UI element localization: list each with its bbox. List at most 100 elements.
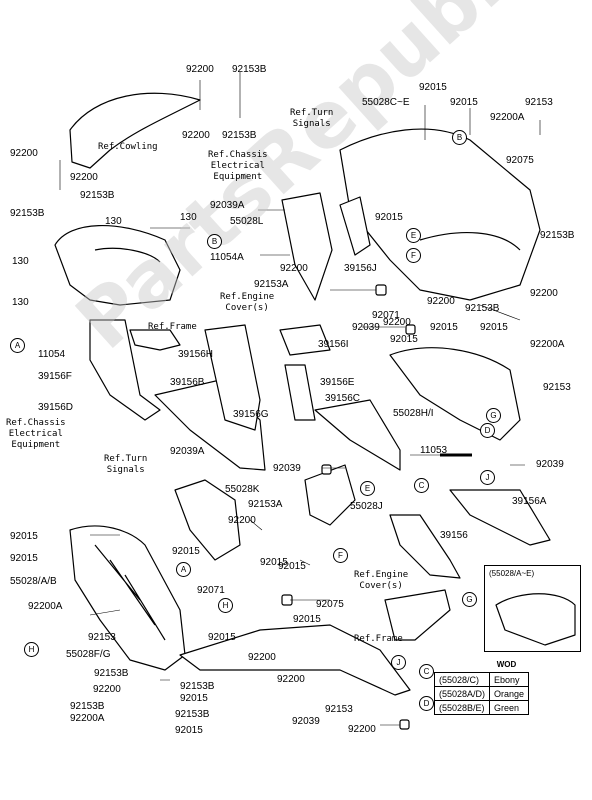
part-label: 55028L [230,216,264,227]
part-label: 92200A [28,601,63,612]
wod-color: Green [489,700,530,715]
inset-panel: (55028/A~E) [484,565,581,652]
part-label: 92153B [222,130,257,141]
ref-turn-signals-2[interactable]: Ref.Turn Signals [104,454,148,475]
part-label: 55028/A/B [10,576,57,587]
callout-a: A [176,562,191,577]
part-label: 92153B [80,190,115,201]
part-label: 92200 [280,263,308,274]
ref-turn-signals[interactable]: Ref.Turn Signals [290,108,334,129]
part-label: 39156B [170,377,205,388]
callout-j: J [480,470,495,485]
pad-39156E-shape [284,364,316,421]
part-label: 92039 [273,463,301,474]
wod-title: WOD [496,660,517,669]
part-label: 92200 [93,684,121,695]
wod-code: (55028/C) [433,672,491,687]
part-label: 92200 [186,64,214,75]
pad-39156F-shape [89,319,161,421]
part-label: 92015 [293,614,321,625]
inset-fairing-shape [495,593,576,646]
ref-frame-2[interactable]: Ref.Frame [354,634,403,644]
part-label: 92200 [530,288,558,299]
ref-engine-cover[interactable]: Ref.Engine Cover(s) [220,292,275,313]
part-label: 92039A [210,200,245,211]
part-label: 55028F/G [66,649,111,660]
part-label: 55028K [225,484,260,495]
part-label: 92015 [375,212,403,223]
pad-39156C-shape [314,399,401,471]
part-label: 92015 [180,693,208,704]
part-label: 92153B [94,668,129,679]
nut-92039b-shape [405,324,416,335]
part-label: 92200 [383,317,411,328]
part-label: 92015 [175,725,203,736]
wod-code: (55028B/E) [433,700,491,715]
part-label: 92015 [480,322,508,333]
pad-39156H-shape [129,329,181,351]
panel-55028K-shape [174,479,241,561]
part-label: 39156E [320,377,355,388]
part-label: 11054A [210,252,244,263]
part-label: 39156H [178,349,214,360]
part-label: 92200 [427,296,455,307]
wod-row: (55028B/E) Green [433,700,530,715]
frame-bracket-shape [384,589,451,641]
upper-cowling-shape [69,92,201,169]
part-label: 92039 [292,716,320,727]
inset-title: (55028/A~E) [489,569,535,578]
part-label: 92200 [277,674,305,685]
ref-frame[interactable]: Ref.Frame [148,322,197,332]
grommet-92071-shape [375,284,387,296]
panel-55028L-shape [281,192,333,301]
callout-g: G [462,592,477,607]
callout-c: C [414,478,429,493]
part-label: 92039 [536,459,564,470]
callout-b: B [207,234,222,249]
part-label: 92015 [208,632,236,643]
callout-g: G [486,408,501,423]
part-label: 39156F [38,371,72,382]
ref-chassis-electrical-2[interactable]: Ref.Chassis Electrical Equipment [6,418,66,450]
part-label: 39156D [38,402,74,413]
part-label: 92153B [465,303,500,314]
callout-h: H [218,598,233,613]
pad-39156A-shape [449,489,551,546]
part-label: 92015 [10,553,38,564]
inner-frame-shape [54,225,181,306]
part-label: 130 [12,256,29,267]
part-label: 11053 [420,445,448,456]
part-label: 92200A [530,339,565,350]
part-label: 92200 [348,724,376,735]
callout-f: F [333,548,348,563]
part-label: 39156A [512,496,547,507]
wod-color: Orange [489,686,530,701]
part-label: 55028C~E [362,97,410,108]
callout-h: H [24,642,39,657]
part-label: 92153A [248,499,283,510]
wod-table: (55028/C) Ebony (55028A/D) Orange (55028… [433,672,530,715]
ref-engine-cover-2[interactable]: Ref.Engine Cover(s) [354,570,409,591]
part-label: 55028J [350,501,383,512]
wod-code: (55028A/D) [433,686,491,701]
side-fairing-shape [339,128,541,301]
part-label: 92039A [170,446,205,457]
pad-39156I-shape [279,324,331,356]
under-cowling-FG-shape [179,624,411,696]
part-label: 92015 [260,557,288,568]
lower-cowling-left-shape [69,525,186,671]
part-label: 92153 [525,97,553,108]
ref-cowling[interactable]: Ref.Cowling [98,142,158,152]
part-label: 92153B [70,701,105,712]
wod-row: (55028/C) Ebony [433,672,530,687]
part-label: 55028H/I [393,408,434,419]
part-label: 130 [12,297,29,308]
part-label: 39156G [233,409,269,420]
part-label: 92200 [182,130,210,141]
wod-color: Ebony [489,672,530,687]
part-label: 92200 [228,515,256,526]
ref-chassis-electrical[interactable]: Ref.Chassis Electrical Equipment [208,150,268,182]
part-label: 92015 [278,561,306,572]
callout-j: J [391,655,406,670]
part-label: 92015 [430,322,458,333]
